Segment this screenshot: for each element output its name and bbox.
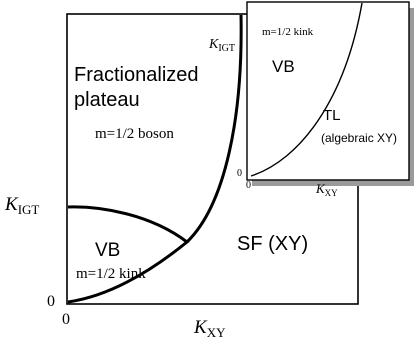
inset-kink-label: m=1/2 kink (262, 26, 314, 38)
x-origin-label: 0 (62, 311, 70, 328)
plateau-sf-boundary (185, 14, 243, 244)
boson-label: m=1/2 boson (95, 126, 174, 142)
inset-x-axis-label: KXY (315, 181, 338, 198)
inset-algebraic-label: (algebraic XY) (321, 131, 397, 145)
y-axis-label: KIGT (4, 194, 39, 217)
vb-label: VB (95, 240, 120, 261)
inset-frame (246, 1, 410, 181)
inset-phase-boundary (250, 2, 363, 177)
inset-y-origin-label: 0 (237, 168, 242, 179)
inset-tl-label: TL (323, 107, 341, 124)
kink-label: m=1/2 kink (76, 266, 146, 282)
plateau-label: plateau (74, 89, 140, 111)
vb-phase-boundary (67, 205, 190, 304)
inset-vb-label: VB (272, 57, 295, 76)
fractionalized-label: Fractionalized (74, 64, 199, 86)
x-axis-label: KXY (193, 317, 226, 340)
sf-label: SF (XY) (237, 233, 308, 255)
inset-x-origin-label: 0 (246, 180, 251, 191)
top-axis-label: KIGT (208, 37, 235, 54)
y-origin-label: 0 (47, 293, 55, 310)
inset-panel: m=1/2 kink VB TL (algebraic XY) 0 0 KXY (237, 1, 414, 198)
